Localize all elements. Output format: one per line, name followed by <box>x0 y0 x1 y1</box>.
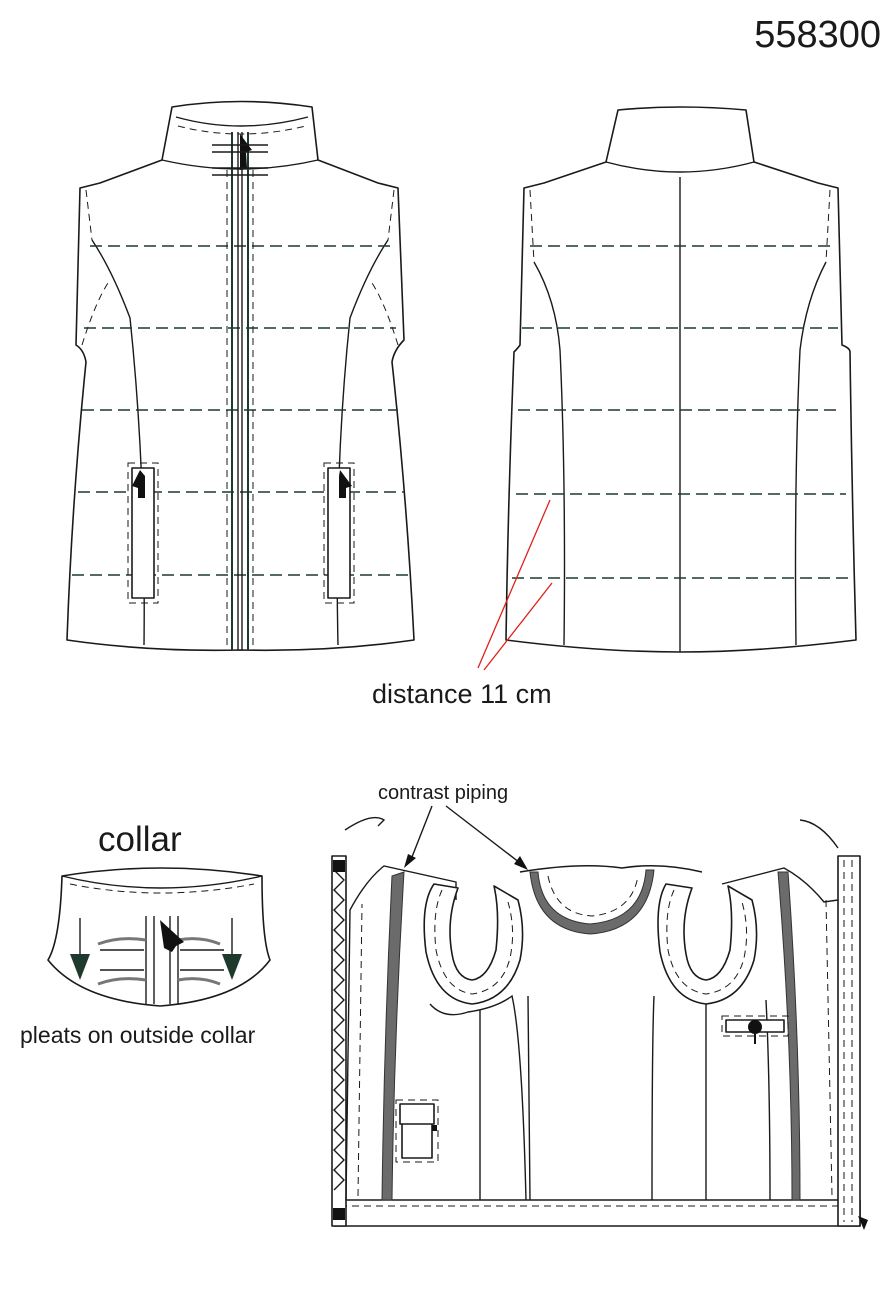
lining-left-front-panel <box>345 865 527 1201</box>
arrow-down-icon <box>70 918 90 980</box>
pocket-zip-pull-icon <box>339 470 352 498</box>
front-pocket-right <box>323 462 355 604</box>
front-collar-top <box>175 116 309 127</box>
back-neck-seam <box>605 161 755 173</box>
back-armhole-left <box>533 261 566 646</box>
lining-right-edge-facing <box>837 855 868 1230</box>
back-armhole-stitch <box>529 189 831 263</box>
back-armhole-right <box>794 261 827 646</box>
piping-callout-arrows <box>404 805 528 870</box>
front-armhole-stitch-left <box>81 189 111 346</box>
front-vest-outline <box>66 100 415 652</box>
contrast-piping-neck <box>529 869 655 935</box>
collar-zipper-pull-icon <box>160 920 184 952</box>
front-pocket-left <box>127 462 159 604</box>
inside-pocket-left <box>395 1099 439 1163</box>
contrast-piping-label: contrast piping <box>378 782 509 804</box>
collar-title: collar <box>98 820 182 859</box>
front-view <box>66 100 415 652</box>
front-armhole-stitch-right <box>369 189 399 346</box>
collar-pleat-folds <box>97 937 221 986</box>
front-collar-pleats <box>212 144 268 176</box>
distance-measure-lines <box>477 499 553 671</box>
inside-zip-pocket-right <box>721 1015 789 1044</box>
back-view <box>477 106 857 671</box>
arrow-down-icon <box>222 918 242 980</box>
lining-view <box>331 805 868 1230</box>
style-number: 558300 <box>754 14 881 56</box>
armhole-facing-left <box>423 883 524 1005</box>
lining-back-panel <box>519 864 703 1201</box>
distance-label: distance 11 cm <box>372 679 552 709</box>
lining-bottom-hem <box>333 1199 861 1227</box>
contrast-piping-right <box>777 871 801 1201</box>
collar-note: pleats on outside collar <box>20 1022 256 1048</box>
armhole-facing-right <box>657 883 758 1005</box>
back-quilting-lines <box>512 245 850 579</box>
button-icon <box>748 1020 762 1034</box>
lining-left-edge-zipper <box>331 855 347 1227</box>
front-collar-stitch <box>177 125 307 135</box>
collar-detail <box>47 867 271 1007</box>
collar-outline <box>47 867 271 1007</box>
pocket-zip-pull-icon <box>132 470 145 498</box>
lining-right-front-panel <box>657 867 839 1201</box>
contrast-piping-left <box>381 871 405 1201</box>
back-vest-outline <box>505 106 857 653</box>
